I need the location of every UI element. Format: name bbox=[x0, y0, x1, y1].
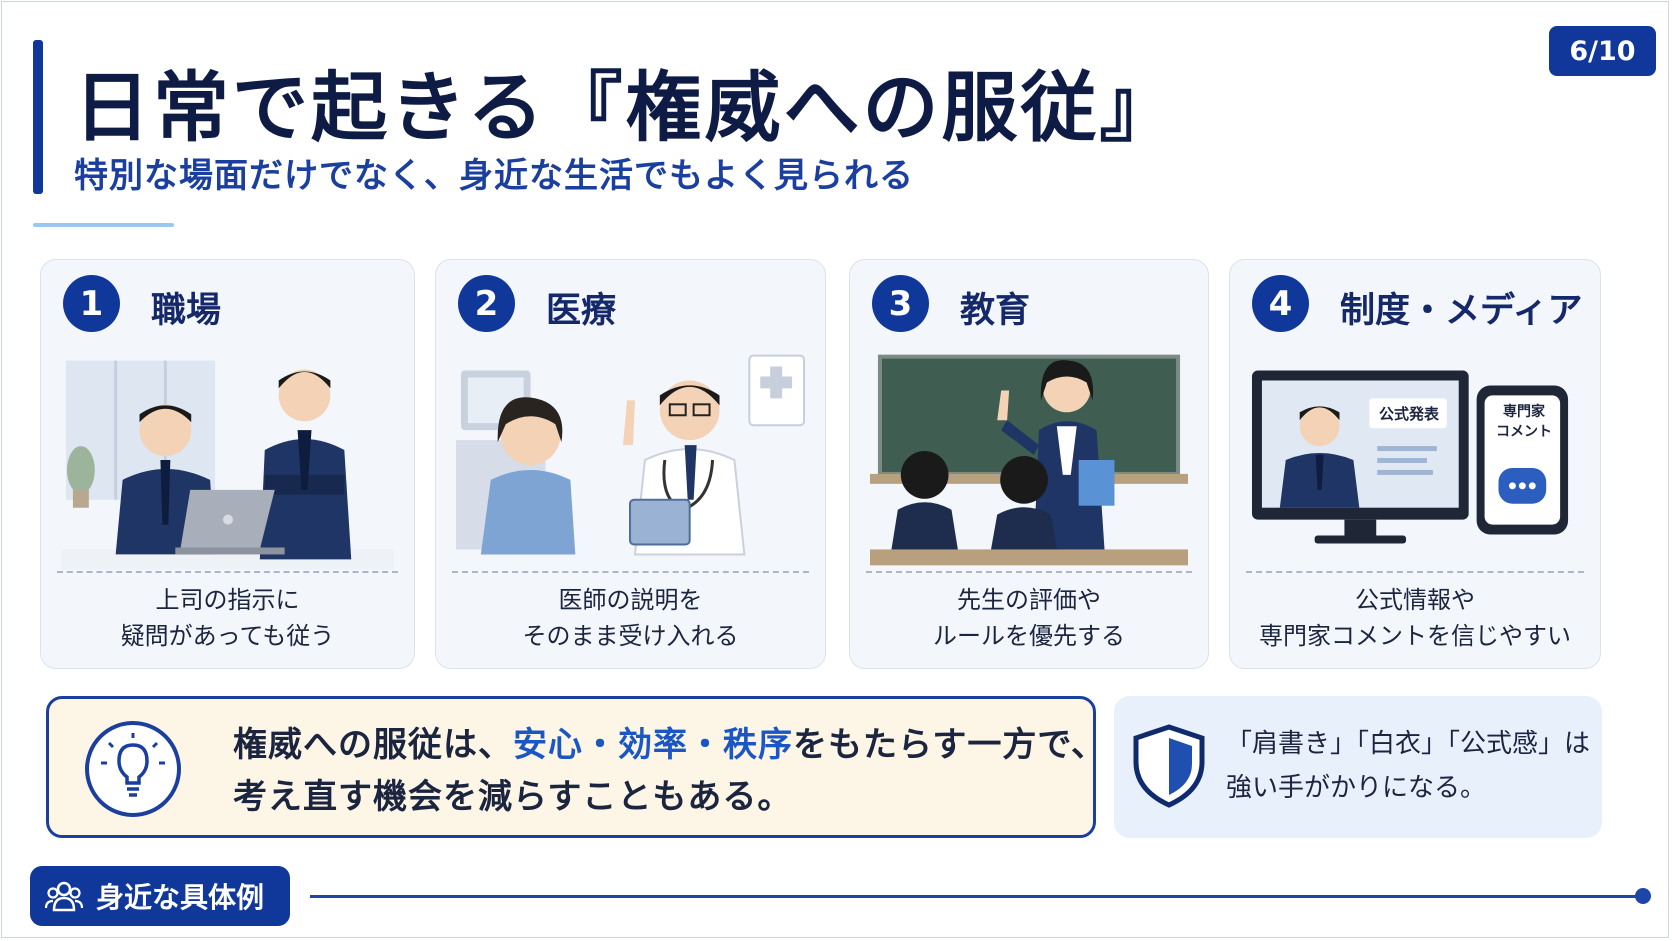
card-caption: 公式情報や 専門家コメントを信じやすい bbox=[1259, 586, 1571, 650]
note-box: 「肩書き」「白衣」「公式感」は 強い手がかりになる。 bbox=[1114, 696, 1602, 838]
card-caption: 上司の指示に 疑問があっても従う bbox=[120, 586, 335, 650]
page-title: 日常で起きる『権威への服従』 bbox=[74, 63, 1179, 152]
card-number: 2 bbox=[458, 275, 515, 332]
footer-tag-label: 身近な具体例 bbox=[96, 881, 265, 914]
page-indicator: 6/10 bbox=[1549, 26, 1656, 76]
summary-line-1: 権威への服従は、安心・効率・秩序をもたらす一方で、 bbox=[233, 725, 1106, 765]
summary-box: 権威への服従は、安心・効率・秩序をもたらす一方で、 考え直す機会を減らすこともあ… bbox=[46, 696, 1105, 838]
footer-line bbox=[310, 895, 1642, 898]
card-divider bbox=[57, 571, 398, 573]
card-number: 3 bbox=[872, 275, 929, 332]
doctor-patient-illustration bbox=[456, 350, 805, 570]
phone-label: 専門家 コメント bbox=[1496, 404, 1552, 440]
lightbulb-icon bbox=[85, 721, 181, 817]
card-title: 職場 bbox=[151, 291, 222, 331]
page-subtitle: 特別な場面だけでなく、身近な生活でもよく見られる bbox=[74, 156, 914, 196]
card-media: 4 制度・メディア bbox=[1229, 259, 1601, 669]
card-divider bbox=[866, 571, 1192, 573]
people-icon bbox=[44, 881, 84, 912]
card-workplace: 1 職場 bbox=[40, 259, 415, 669]
summary-line-2: 考え直す機会を減らすこともある。 bbox=[233, 777, 793, 817]
card-divider bbox=[452, 571, 809, 573]
card-title: 医療 bbox=[546, 291, 617, 331]
footer-dot bbox=[1635, 888, 1651, 904]
classroom-illustration bbox=[870, 350, 1188, 570]
tv-label: 公式発表 bbox=[1378, 404, 1439, 423]
shield-icon bbox=[1133, 724, 1205, 808]
card-number: 1 bbox=[63, 275, 120, 332]
card-education: 3 教育 先生の評価や bbox=[849, 259, 1209, 669]
tv-and-phone-illustration: 公式発表 専門家 コメント bbox=[1250, 350, 1580, 570]
card-title: 教育 bbox=[960, 291, 1031, 331]
card-number: 4 bbox=[1252, 275, 1309, 332]
summary-text: 権威への服従は、安心・効率・秩序をもたらす一方で、 考え直す機会を減らすこともあ… bbox=[233, 719, 1106, 823]
office-workers-illustration bbox=[61, 350, 394, 570]
footer-section-tag: 身近な具体例 bbox=[30, 866, 290, 926]
card-divider bbox=[1246, 571, 1584, 573]
card-caption: 医師の説明を そのまま受け入れる bbox=[522, 586, 739, 650]
note-text: 「肩書き」「白衣」「公式感」は 強い手がかりになる。 bbox=[1226, 729, 1591, 803]
card-title: 制度・メディア bbox=[1340, 291, 1583, 331]
title-accent-bar bbox=[33, 40, 43, 194]
title-underline bbox=[33, 223, 174, 227]
summary-highlight: 安心・効率・秩序 bbox=[513, 725, 793, 765]
card-medical: 2 医療 bbox=[435, 259, 826, 669]
card-caption: 先生の評価や ルールを優先する bbox=[933, 586, 1125, 650]
